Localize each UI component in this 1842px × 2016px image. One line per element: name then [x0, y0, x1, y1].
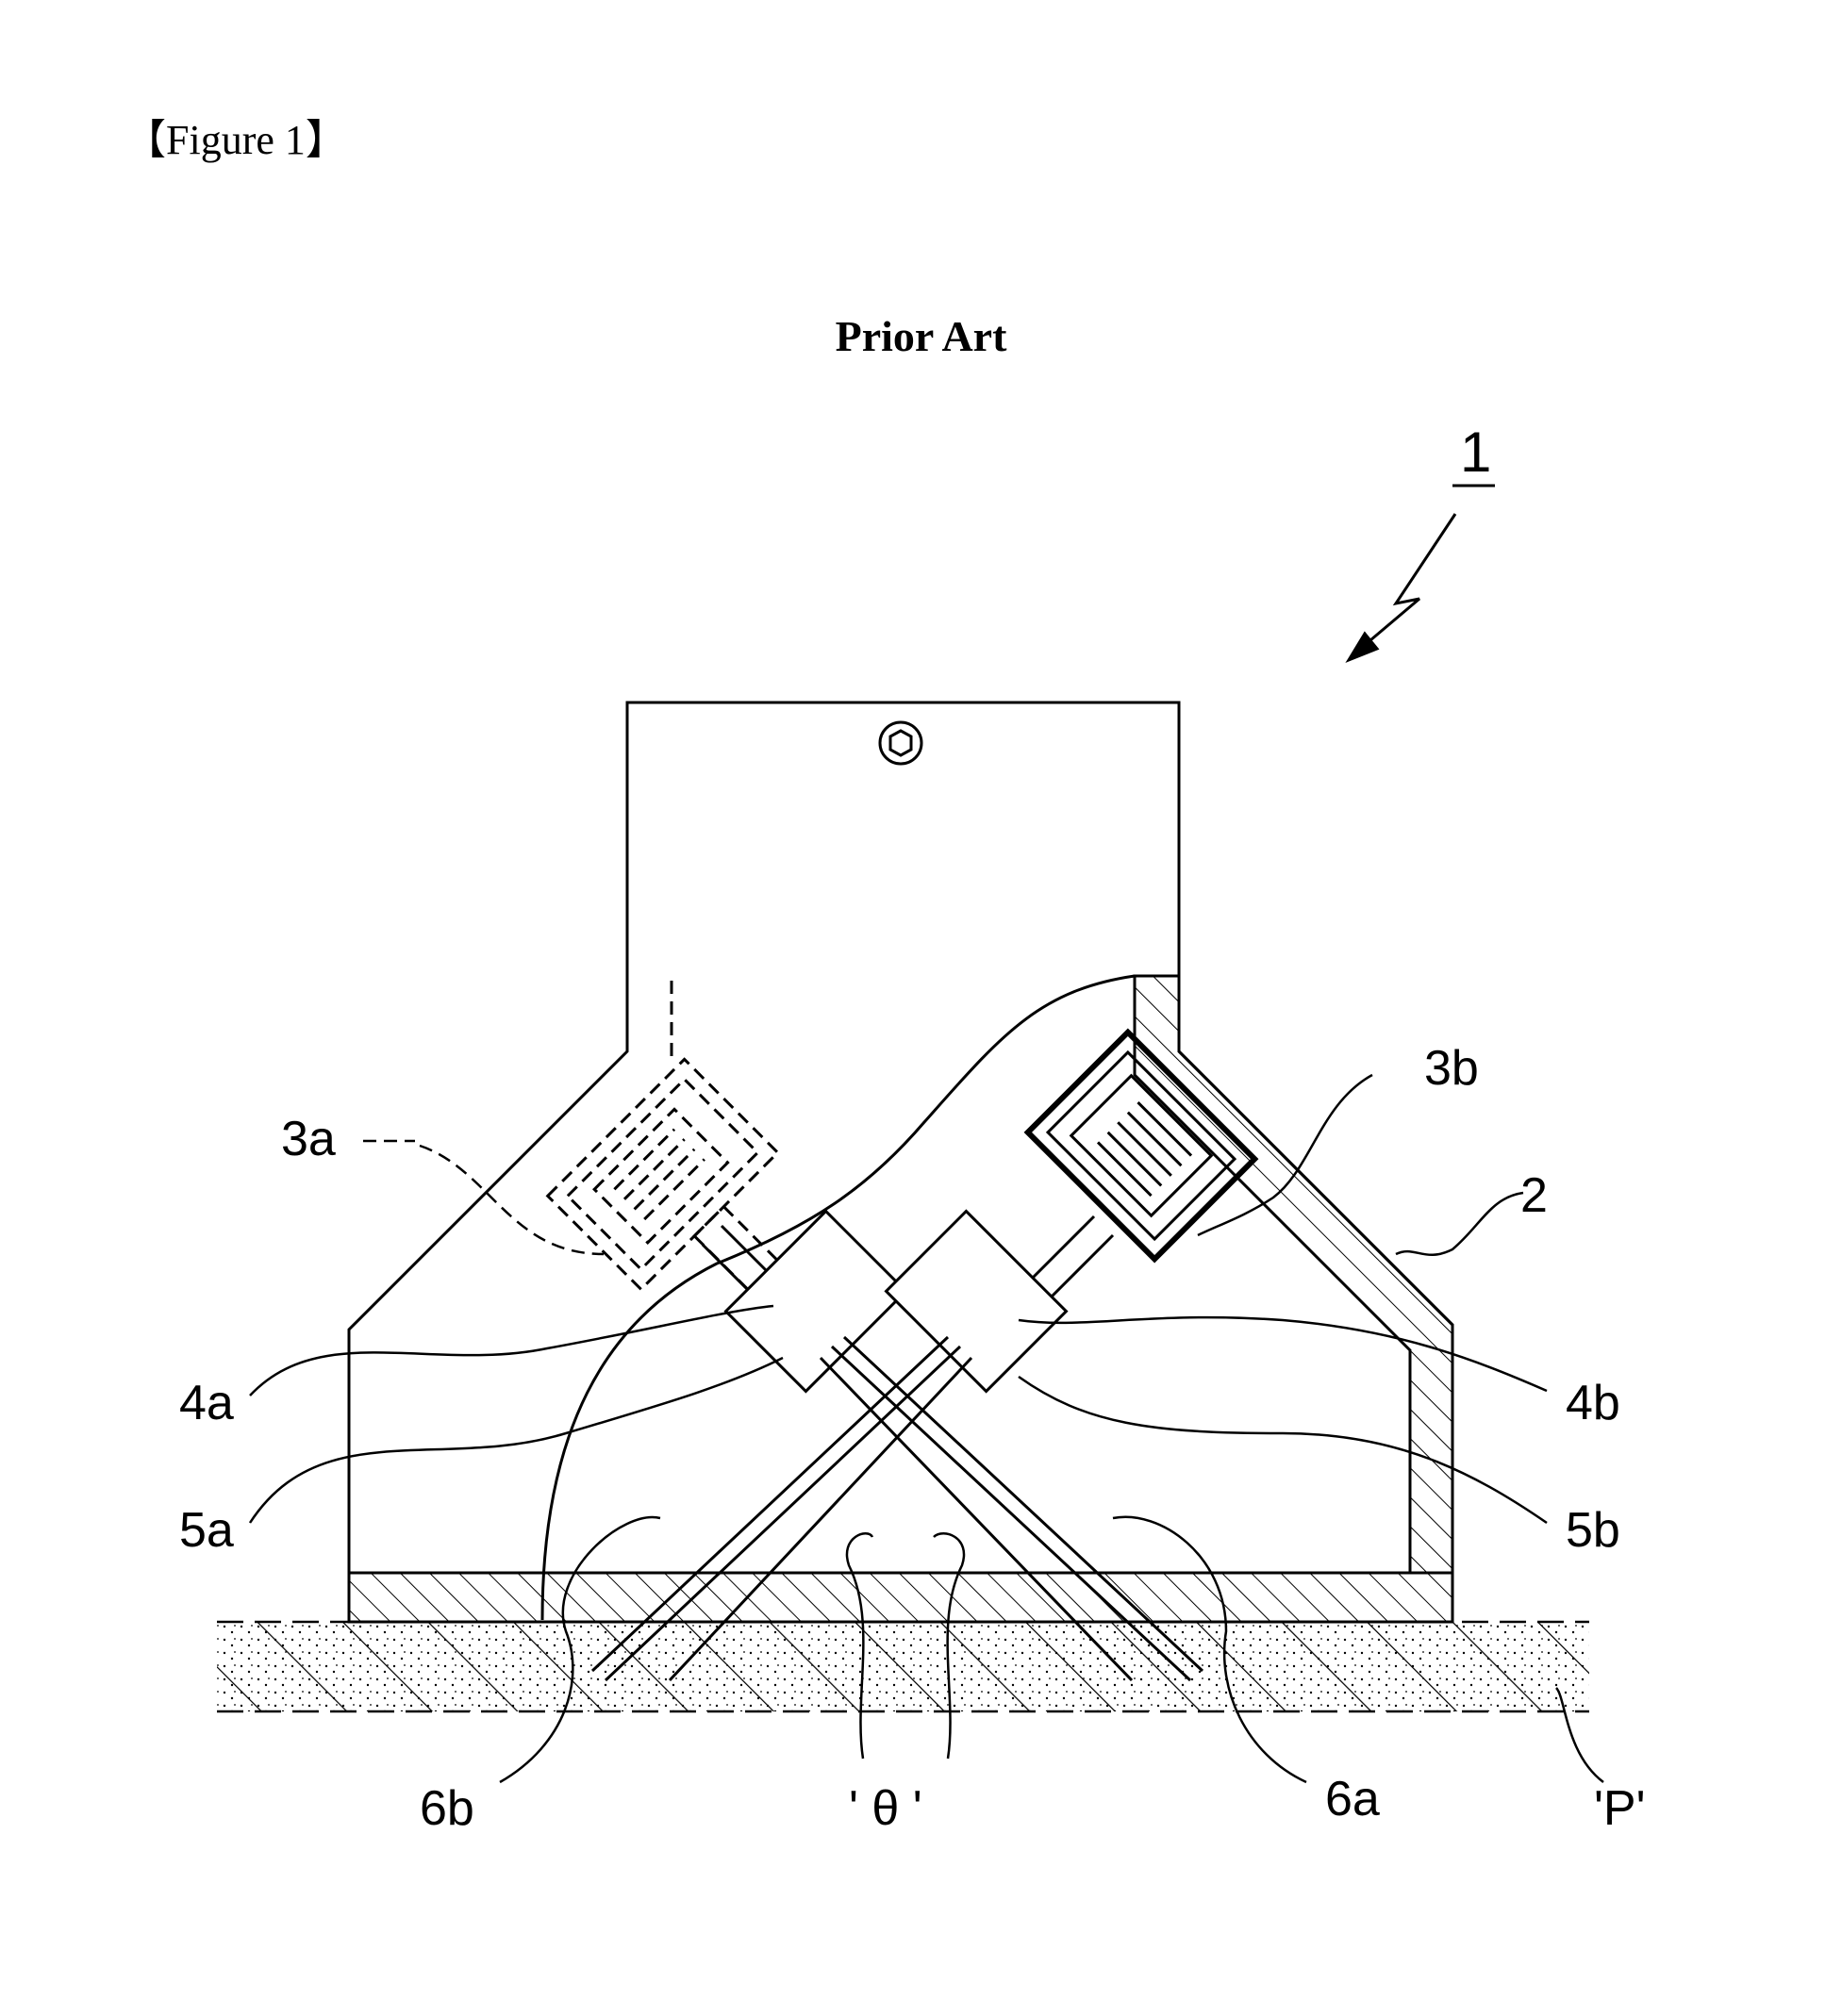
label-3a: 3a	[281, 1112, 336, 1166]
label-plate-p: 'P'	[1594, 1781, 1646, 1836]
label-3b: 3b	[1424, 1041, 1479, 1096]
label-5a: 5a	[179, 1503, 234, 1558]
ground-plate	[217, 1622, 1589, 1711]
label-6a: 6a	[1325, 1772, 1380, 1826]
label-device-1: 1	[1460, 421, 1491, 484]
label-2: 2	[1520, 1168, 1548, 1223]
label-6b: 6b	[420, 1781, 474, 1836]
base-strip	[349, 1573, 1452, 1622]
label-4b: 4b	[1566, 1376, 1620, 1430]
label-4a: 4a	[179, 1376, 234, 1430]
probe-holder-4b	[887, 1212, 1067, 1392]
reference-arrow-1	[1349, 486, 1495, 660]
label-5b: 5b	[1566, 1503, 1620, 1558]
probe-holder-4a	[726, 1212, 906, 1392]
label-angle: ' θ '	[849, 1781, 922, 1836]
